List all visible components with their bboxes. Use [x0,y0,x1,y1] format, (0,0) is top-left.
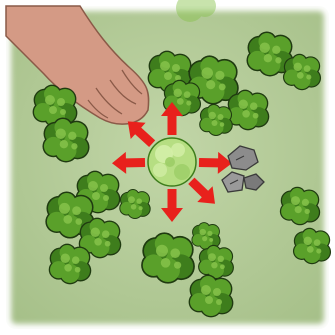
tree-cluster-icon [49,244,92,285]
tree-cluster-icon [33,85,78,128]
tree-cluster-icon [293,228,331,264]
center-seedling-tree-icon [148,138,196,186]
tree-cluster-icon [199,104,233,136]
tree-cluster-icon [189,275,234,318]
tree-cluster-icon [198,245,234,279]
tree-cluster-icon [283,54,321,90]
tree-cluster-icon [141,232,195,283]
tree-cluster-icon [42,118,89,163]
tree-cluster-icon [119,189,150,219]
tree-cluster-icon [280,187,320,226]
tree-cluster-icon [227,90,270,131]
